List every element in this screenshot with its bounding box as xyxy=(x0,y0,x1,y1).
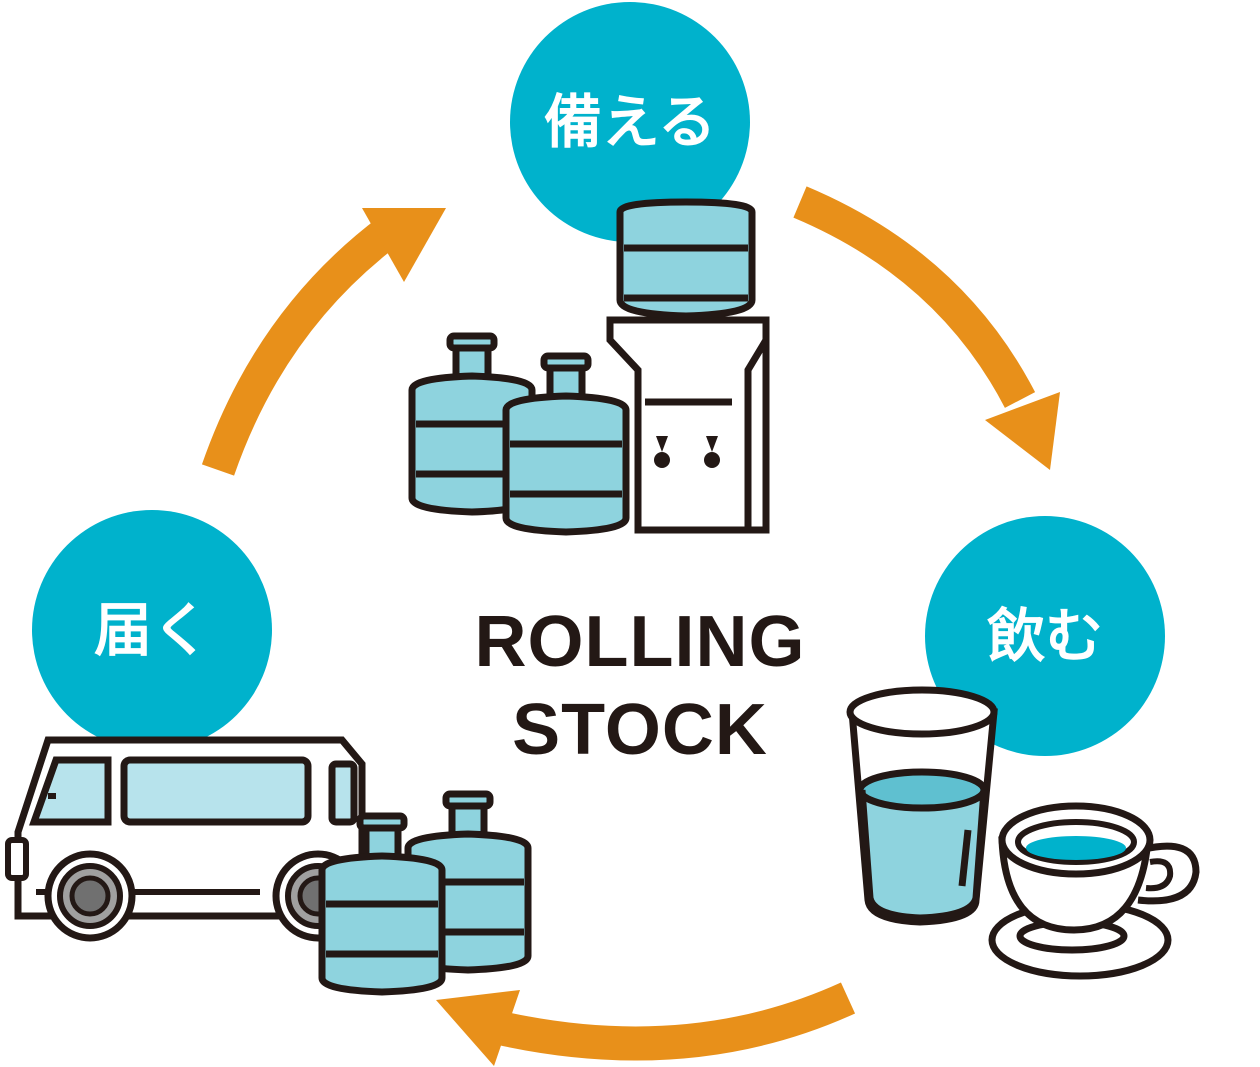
stage-prepare: 備える xyxy=(510,2,750,242)
arrow-prepare-to-drink xyxy=(793,186,1060,470)
arrow-drink-to-deliver xyxy=(436,982,856,1066)
stage-prepare-label: 備える xyxy=(544,88,716,156)
delivery-van-icon xyxy=(5,736,366,942)
arrow-deliver-to-prepare xyxy=(201,208,446,476)
stage-drink: 飲む xyxy=(925,516,1165,756)
center-title-line1: ROLLING xyxy=(475,602,806,682)
stage-drink-label: 飲む xyxy=(987,602,1103,670)
stage-drink-circle xyxy=(925,516,1165,756)
stage-deliver-label: 届く xyxy=(94,596,210,664)
coffee-cup-icon xyxy=(988,802,1200,980)
water-server-icon xyxy=(606,198,770,534)
cycle-arrows xyxy=(201,186,1060,1066)
center-title-line2: STOCK xyxy=(512,690,768,770)
glass-of-water-icon xyxy=(846,686,998,926)
stage-deliver: 届く xyxy=(32,510,272,750)
stage-prepare-circle xyxy=(510,2,750,242)
stage-deliver-circle xyxy=(32,510,272,750)
